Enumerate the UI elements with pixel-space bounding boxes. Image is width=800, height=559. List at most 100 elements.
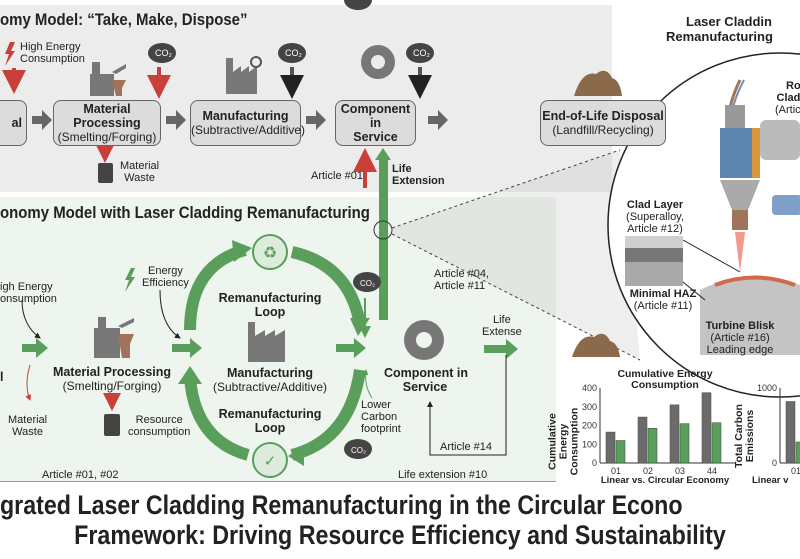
- factory-icon: [248, 322, 285, 362]
- x-tick-label: 44: [707, 466, 717, 476]
- material-processing-node: Material Processing(Smelting/Forging): [52, 365, 172, 393]
- turbine-blisk-label: Turbine Blisk(Article #16)Leading edge: [705, 320, 775, 356]
- article-14-feedback-arrow: [427, 355, 507, 456]
- x-tick-label: 02: [643, 466, 653, 476]
- efficiency-arrow-icon: [159, 289, 181, 339]
- bar: [711, 422, 722, 464]
- green-arrow-right-icon: [22, 338, 48, 358]
- x-tick-label: 03: [675, 466, 685, 476]
- y-tick-label: 0: [772, 458, 777, 468]
- y-tick-label: 0: [592, 458, 597, 468]
- article-01-02-label: Article #01, #02: [42, 469, 119, 481]
- y-tick-label: 1000: [757, 383, 777, 393]
- carbon-chart-ylabel: Total Carbon Emissions: [733, 404, 756, 468]
- carbon-emissions-chart: 0 1000 01: [757, 383, 800, 476]
- zoom-guide-lines: [391, 149, 641, 361]
- carbon-chart-xlabel: Linear v: [752, 475, 789, 486]
- lightning-icon: [125, 268, 135, 292]
- green-arrow-up-icon: [375, 148, 391, 160]
- recycle-icon: [252, 234, 288, 270]
- green-arrow-right-icon: [336, 338, 366, 358]
- check-cycle-icon: [252, 442, 288, 478]
- raw-material-label: l: [0, 370, 4, 384]
- co2-label: CO₂: [360, 279, 376, 288]
- circular-panel-title: onomy Model with Laser Cladding Remanufa…: [0, 203, 370, 222]
- life-extension-10-label: Life extension #10: [398, 469, 488, 481]
- x-tick-label: 01: [791, 466, 800, 476]
- bar: [679, 423, 690, 464]
- y-tick-label: 200: [582, 421, 597, 431]
- co2-label: CO₂: [413, 48, 430, 58]
- arrow-right-icon: [32, 110, 52, 130]
- co2-label: CO₂: [285, 48, 302, 58]
- y-tick-label: 100: [582, 439, 597, 449]
- svg-text:✓: ✓: [264, 453, 277, 470]
- co2-cloud-icon: [148, 43, 176, 63]
- bar: [637, 416, 648, 464]
- factory-icon: [226, 56, 262, 94]
- bar: [605, 431, 616, 464]
- bar: [647, 428, 658, 464]
- linear-panel-title: omy Model: “Take, Make, Dispose”: [0, 10, 248, 29]
- energy-chart-title: Cumulative Energy Consumption: [617, 368, 713, 391]
- bar: [669, 404, 680, 464]
- robot-cladding-label: RobCladdin(Article #: [775, 80, 800, 116]
- co2-cloud-icon: [353, 272, 381, 292]
- lightning-icon: [5, 42, 15, 66]
- co2-cloud-icon: [406, 43, 434, 63]
- x-tick-label: 01: [611, 466, 621, 476]
- arrow-right-icon: [306, 110, 326, 130]
- raw-material-label: al: [11, 116, 22, 130]
- end-of-life-box: End-of-Life Disposal(Landfill/Recycling): [540, 100, 666, 146]
- energy-chart-ylabel: Cumulative Energy Consumption: [546, 407, 581, 476]
- energy-arrow-icon: [21, 299, 41, 339]
- loop-arrow: [290, 369, 366, 461]
- arrow-right-icon: [428, 110, 448, 130]
- energy-chart-xlabel: Linear vs. Circular Economy: [600, 475, 730, 486]
- co2-label: CO₂: [155, 48, 172, 58]
- main-title-line-1: grated Laser Cladding Remanufacturing in…: [0, 490, 683, 520]
- bar: [785, 401, 796, 464]
- svg-text:♻: ♻: [263, 245, 277, 262]
- turbine-blisk-icon: [700, 276, 800, 355]
- raw-material-box: al: [0, 100, 27, 146]
- minimal-haz-label: Minimal HAZ(Article #11): [629, 288, 697, 312]
- arrow-right-icon: [166, 110, 186, 130]
- y-tick-label: 300: [582, 402, 597, 412]
- article-14-label: Article #14: [440, 441, 492, 453]
- laser-cladding-nozzle-icon: [720, 79, 800, 272]
- co2-label: CO₂: [351, 446, 367, 455]
- green-arrow-right-icon: [172, 338, 202, 358]
- flow-arrows-linear: [32, 110, 448, 130]
- bar: [615, 440, 626, 464]
- bar: [701, 392, 712, 464]
- bar: [795, 441, 800, 464]
- loop-arrow: [290, 246, 366, 327]
- manufacturing-box: Manufacturing(Subtractive/Additive): [190, 100, 305, 146]
- energy-consumption-chart: 0 100 200 300 400 01 02 03 44: [582, 383, 735, 476]
- article-04-11-label: Article #04,Article #11: [434, 268, 490, 292]
- gear-icon: [404, 320, 444, 360]
- material-processing-box: Material Processing(Smelting/Forging): [53, 100, 161, 146]
- carbon-arrow-icon: [362, 369, 373, 399]
- gear-icon: [361, 45, 395, 79]
- y-tick-label: 400: [582, 383, 597, 393]
- main-title: grated Laser Cladding Remanufacturing in…: [0, 490, 800, 550]
- loop-arrow: [184, 377, 250, 461]
- magnifier-circle: [373, 220, 393, 240]
- manufacturing-node: Manufacturing(Subtractive/Additive): [212, 366, 328, 394]
- co2-cloud-icon: [278, 43, 306, 63]
